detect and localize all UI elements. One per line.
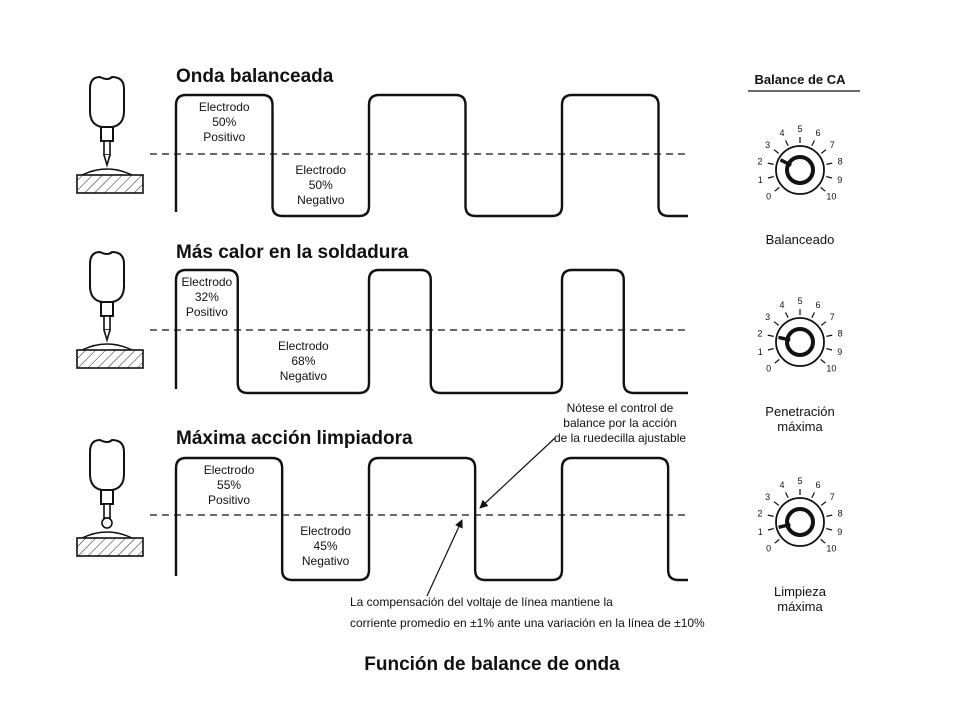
panel-title: Más calor en la soldadura bbox=[176, 242, 409, 263]
waveform bbox=[174, 456, 688, 582]
dial-scale-number: 2 bbox=[757, 508, 762, 518]
dial-scale-number: 1 bbox=[758, 347, 763, 357]
dial-scale-number: 6 bbox=[815, 480, 820, 490]
dial-scale-number: 5 bbox=[797, 124, 802, 134]
negative-label: Negativo bbox=[280, 369, 328, 383]
dial-label: máxima bbox=[777, 599, 823, 614]
torch-icon bbox=[76, 438, 144, 557]
panel-title: Onda balanceada bbox=[176, 66, 334, 87]
dial-label: Limpieza bbox=[774, 584, 827, 599]
balance-dial[interactable]: 01 234 5 678 910 bbox=[757, 296, 842, 373]
dial-scale-number: 10 bbox=[826, 363, 836, 373]
note-top: Nótese el control de balance por la acci… bbox=[554, 401, 686, 445]
dial-scale-number: 9 bbox=[837, 175, 842, 185]
negative-label: 45% bbox=[314, 539, 338, 553]
dial-scale-number: 2 bbox=[757, 328, 762, 338]
dial-scale-number: 10 bbox=[826, 543, 836, 553]
panel-3: Máxima acción limpiadoraElectrodo55%Posi… bbox=[76, 428, 843, 614]
negative-label: Electrodo bbox=[295, 163, 346, 177]
positive-label: Positivo bbox=[208, 493, 250, 507]
torch-icon bbox=[76, 75, 144, 194]
dial-pointer bbox=[779, 158, 792, 167]
negative-label: Electrodo bbox=[300, 524, 351, 538]
note-bottom-arrow bbox=[426, 519, 463, 597]
negative-label: 68% bbox=[291, 354, 315, 368]
panel-1: Onda balanceadaElectrodo50%PositivoElect… bbox=[76, 66, 843, 247]
negative-label: Negativo bbox=[297, 193, 345, 207]
dial-scale-number: 0 bbox=[766, 543, 771, 553]
dial-scale-number: 1 bbox=[758, 527, 763, 537]
positive-label: 55% bbox=[217, 478, 241, 492]
dial-pointer bbox=[778, 522, 791, 530]
negative-label: 50% bbox=[309, 178, 333, 192]
note-top-arrow bbox=[479, 437, 556, 509]
dial-scale-number: 3 bbox=[765, 492, 770, 502]
note-top-line-1: Nótese el control de bbox=[567, 401, 674, 415]
positive-label: Electrodo bbox=[199, 100, 250, 114]
note-bottom: La compensación del voltaje de línea man… bbox=[350, 595, 705, 630]
dial-scale-number: 8 bbox=[838, 508, 843, 518]
dial-scale-number: 3 bbox=[765, 312, 770, 322]
negative-label: Electrodo bbox=[278, 339, 329, 353]
dial-scale-number: 7 bbox=[830, 312, 835, 322]
note-top-line-3: de la ruedecilla ajustable bbox=[554, 431, 686, 445]
dial-scale-number: 1 bbox=[758, 175, 763, 185]
note-bottom-line-1: La compensación del voltaje de línea man… bbox=[350, 595, 613, 609]
positive-label: Electrodo bbox=[204, 463, 255, 477]
dial-scale-number: 0 bbox=[766, 191, 771, 201]
dial-scale-number: 2 bbox=[757, 156, 762, 166]
figure-caption: Función de balance de onda bbox=[364, 654, 620, 675]
dial-scale-number: 6 bbox=[815, 128, 820, 138]
waveform bbox=[174, 268, 688, 395]
note-bottom-line-2: corriente promedio en ±1% ante una varia… bbox=[350, 616, 705, 630]
dial-scale-number: 5 bbox=[797, 476, 802, 486]
workpiece bbox=[76, 174, 144, 194]
torch-icon bbox=[76, 250, 144, 369]
note-top-line-2: balance por la acción bbox=[563, 416, 676, 430]
dial-heading: Balance de CA bbox=[754, 72, 846, 87]
workpiece bbox=[76, 349, 144, 369]
dial-scale-number: 7 bbox=[830, 492, 835, 502]
dial-scale-number: 4 bbox=[780, 480, 785, 490]
dial-label: Balanceado bbox=[766, 232, 835, 247]
positive-label: 32% bbox=[195, 290, 219, 304]
dial-scale-number: 6 bbox=[815, 300, 820, 310]
dial-scale-number: 4 bbox=[780, 128, 785, 138]
panel-title: Máxima acción limpiadora bbox=[176, 428, 413, 449]
positive-label: Positivo bbox=[186, 305, 228, 319]
workpiece bbox=[76, 537, 144, 557]
dial-scale-number: 10 bbox=[826, 191, 836, 201]
dial-scale-number: 8 bbox=[838, 328, 843, 338]
balance-dial[interactable]: 01 234 5 678 910 bbox=[757, 476, 842, 553]
positive-label: Positivo bbox=[203, 130, 245, 144]
dial-scale-number: 3 bbox=[765, 140, 770, 150]
positive-label: 50% bbox=[212, 115, 236, 129]
dial-scale-number: 9 bbox=[837, 347, 842, 357]
dial-scale-number: 8 bbox=[838, 156, 843, 166]
dial-pointer bbox=[778, 335, 791, 342]
dial-scale-number: 7 bbox=[830, 140, 835, 150]
negative-label: Negativo bbox=[302, 554, 350, 568]
dial-scale-number: 0 bbox=[766, 363, 771, 373]
waveform bbox=[174, 93, 688, 218]
dial-scale-number: 4 bbox=[780, 300, 785, 310]
balance-dial[interactable]: 01 234 5 678 910 bbox=[757, 124, 842, 201]
positive-label: Electrodo bbox=[182, 275, 233, 289]
dial-label: máxima bbox=[777, 419, 823, 434]
dial-scale-number: 5 bbox=[797, 296, 802, 306]
dial-label: Penetración bbox=[765, 404, 834, 419]
panel-2: Más calor en la soldaduraElectrodo32%Pos… bbox=[76, 242, 843, 434]
dial-scale-number: 9 bbox=[837, 527, 842, 537]
